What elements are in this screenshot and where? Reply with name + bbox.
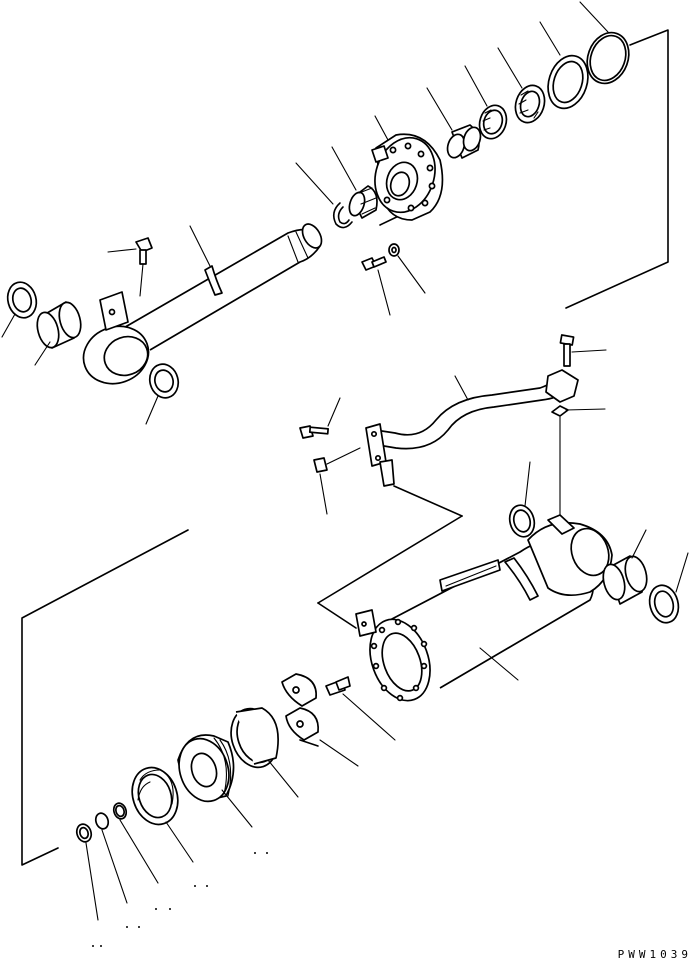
tube-bushing	[602, 529, 648, 605]
tube-dust-seal	[508, 461, 536, 538]
snap-ring	[295, 162, 353, 229]
cylinder-head	[371, 115, 444, 221]
split-collar	[281, 673, 359, 767]
pipe-bolt-lower	[313, 447, 361, 515]
hydraulic-pipe	[365, 369, 579, 487]
head-washer	[388, 243, 426, 294]
tube-eye	[527, 514, 613, 597]
rod-packing	[464, 65, 508, 140]
dust-seal	[497, 47, 546, 124]
assembly-frame-lower-link	[299, 739, 319, 747]
rod-dust-seal-right	[145, 363, 180, 425]
assembly-frame-lower	[21, 529, 189, 866]
assembly-frame-line	[565, 29, 669, 309]
tube-outer-seal	[648, 552, 689, 624]
rod-bushing	[34, 301, 82, 366]
frame-line-mid3	[317, 602, 357, 629]
pipe-bolt-flange	[299, 397, 341, 439]
bushing	[426, 87, 482, 159]
small-o-ring-1	[112, 802, 159, 884]
frame-line-mid	[393, 485, 463, 517]
o-ring-large	[579, 1, 630, 85]
tube-flange	[355, 609, 431, 702]
piston-rod	[119, 223, 323, 351]
collar-bolt	[325, 676, 396, 741]
small-o-ring-2	[94, 812, 128, 904]
wear-ring	[230, 707, 299, 798]
piston-seal	[131, 766, 194, 863]
pipe-washer	[551, 405, 606, 516]
small-o-ring-3	[75, 823, 99, 921]
head-bolt	[361, 256, 391, 316]
piston-nut	[331, 146, 378, 219]
pipe-bolt-top	[559, 334, 607, 367]
rod-eye	[82, 291, 150, 385]
piston	[177, 734, 253, 828]
backup-ring	[539, 21, 589, 110]
grease-fitting	[107, 237, 153, 297]
label-dots	[92, 852, 268, 947]
frame-line-mid2	[317, 515, 463, 604]
drawing-code-label: PWW1039	[617, 948, 692, 961]
rod-dust-seal	[1, 281, 38, 338]
